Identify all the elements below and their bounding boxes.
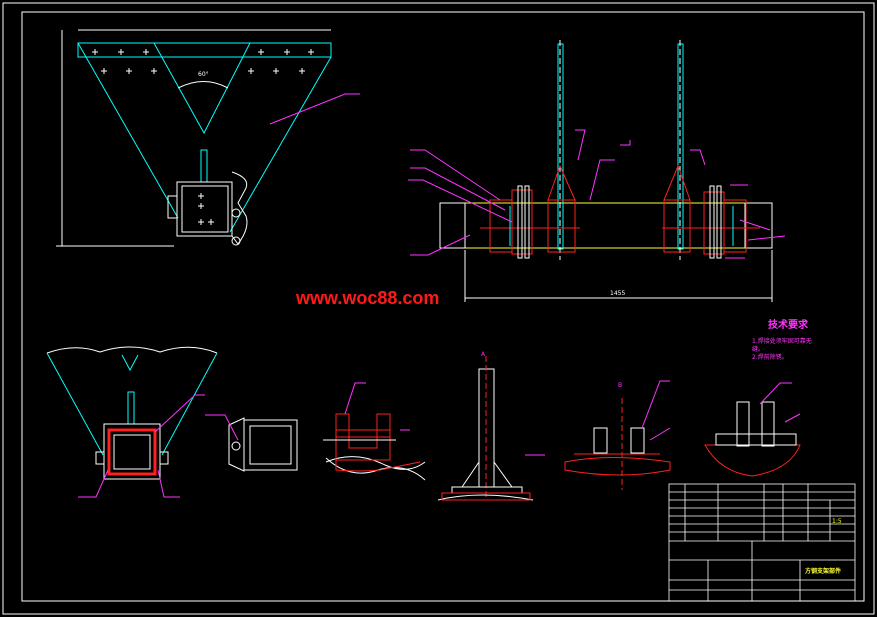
section-label-b: B (618, 382, 623, 389)
tech-note-2: 2.焊前除锈。 (752, 354, 788, 361)
angle-dimension: 60° (198, 71, 209, 78)
section-label-a: A (481, 351, 486, 358)
title-block-scale: 1:5 (832, 518, 842, 525)
bracket-section-c (704, 382, 801, 477)
title-block (668, 483, 856, 602)
title-block-drawing-name: 方钢支架部件 (805, 568, 842, 575)
length-dimension: 1455 (610, 290, 626, 297)
post-view (437, 356, 545, 501)
bracket-section-b (564, 380, 671, 490)
watermark-text: www.woc88.com (296, 288, 440, 308)
tube-detail (205, 414, 298, 472)
assembly-view (408, 40, 786, 302)
v-bracket-view (56, 29, 360, 247)
bracket-section-a (323, 382, 426, 481)
section-view (46, 346, 218, 498)
tech-note-1: 1.焊接处须牢固可靠无 (752, 338, 812, 345)
inner-frame (21, 11, 865, 602)
tech-requirements-title: 技术要求 (768, 320, 808, 331)
tech-note-1-cont: 缝。 (752, 346, 765, 353)
